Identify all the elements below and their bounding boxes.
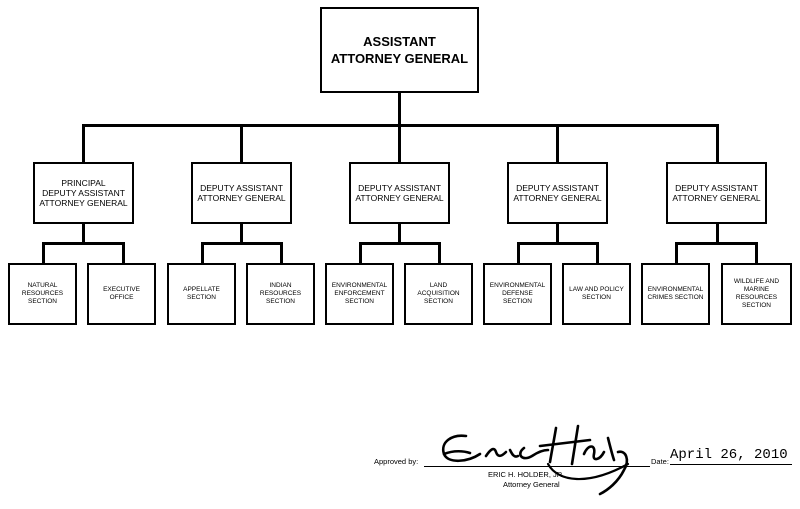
connector-group-1-trunk	[82, 224, 85, 244]
connector-group-5-trunk	[716, 224, 719, 244]
section-box-land-acquisition: LAND ACQUISITION SECTION	[404, 263, 473, 325]
signer-name: ERIC H. HOLDER, JR.	[488, 470, 565, 479]
connector-deputy-1	[82, 124, 85, 164]
connector-deputy-3	[398, 124, 401, 164]
signature-line	[424, 466, 650, 467]
deputy-box-3: DEPUTY ASSISTANT ATTORNEY GENERAL	[349, 162, 450, 224]
connector-group-2-trunk	[240, 224, 243, 244]
section-box-appellate: APPELLATE SECTION	[167, 263, 236, 325]
section-label: INDIAN RESOURCES SECTION	[259, 282, 302, 305]
signature-image	[441, 424, 630, 496]
connector-deputy-2	[240, 124, 243, 164]
deputy-label-4: DEPUTY ASSISTANT ATTORNEY GENERAL	[513, 183, 602, 203]
section-box-environmental-enforcement: ENVIRONMENTAL ENFORCEMENT SECTION	[325, 263, 394, 325]
deputy-label-1: PRINCIPAL DEPUTY ASSISTANT ATTORNEY GENE…	[39, 178, 128, 208]
connector-group-4-trunk	[556, 224, 559, 244]
section-label: ENVIRONMENTAL DEFENSE SECTION	[489, 282, 546, 305]
connector-group-3-left	[359, 242, 362, 265]
connector-group-1-left	[42, 242, 45, 265]
connector-group-2-right	[280, 242, 283, 265]
connector-group-2-bus	[201, 242, 283, 245]
connector-group-5-right	[755, 242, 758, 265]
connector-group-1-right	[122, 242, 125, 265]
section-label: APPELLATE SECTION	[183, 286, 220, 301]
section-label: LAW AND POLICY SECTION	[569, 286, 624, 301]
assistant-attorney-general-label: ASSISTANT ATTORNEY GENERAL	[330, 34, 469, 66]
connector-group-4-bus	[517, 242, 599, 245]
connector-top-trunk	[398, 93, 401, 126]
approved-by-label: Approved by:	[374, 457, 419, 466]
deputy-label-5: DEPUTY ASSISTANT ATTORNEY GENERAL	[672, 183, 761, 203]
section-label: NATURAL RESOURCES SECTION	[21, 282, 64, 305]
section-box-natural-resources: NATURAL RESOURCES SECTION	[8, 263, 77, 325]
deputy-box-5: DEPUTY ASSISTANT ATTORNEY GENERAL	[666, 162, 767, 224]
section-label: ENVIRONMENTAL ENFORCEMENT SECTION	[331, 282, 388, 305]
connector-group-4-right	[596, 242, 599, 265]
connector-group-3-right	[438, 242, 441, 265]
section-label: EXECUTIVE OFFICE	[103, 286, 140, 301]
deputy-box-4: DEPUTY ASSISTANT ATTORNEY GENERAL	[507, 162, 608, 224]
date-label: Date:	[651, 457, 669, 466]
connector-group-5-left	[675, 242, 678, 265]
connector-deputy-4	[556, 124, 559, 164]
connector-group-3-bus	[359, 242, 441, 245]
date-line	[670, 464, 792, 465]
section-label: LAND ACQUISITION SECTION	[417, 282, 460, 305]
section-box-environmental-crimes: ENVIRONMENTAL CRIMES SECTION	[641, 263, 710, 325]
connector-group-3-trunk	[398, 224, 401, 244]
connector-group-2-left	[201, 242, 204, 265]
connector-group-4-left	[517, 242, 520, 265]
signer-title: Attorney General	[503, 480, 560, 489]
connector-group-5-bus	[675, 242, 758, 245]
section-label: ENVIRONMENTAL CRIMES SECTION	[647, 286, 704, 301]
section-box-executive-office: EXECUTIVE OFFICE	[87, 263, 156, 325]
section-box-wildlife-marine-resources: WILDLIFE AND MARINE RESOURCES SECTION	[721, 263, 792, 325]
deputy-box-2: DEPUTY ASSISTANT ATTORNEY GENERAL	[191, 162, 292, 224]
section-box-indian-resources: INDIAN RESOURCES SECTION	[246, 263, 315, 325]
section-label: WILDLIFE AND MARINE RESOURCES SECTION	[733, 278, 780, 309]
section-box-law-and-policy: LAW AND POLICY SECTION	[562, 263, 631, 325]
deputy-box-1: PRINCIPAL DEPUTY ASSISTANT ATTORNEY GENE…	[33, 162, 134, 224]
deputy-label-2: DEPUTY ASSISTANT ATTORNEY GENERAL	[197, 183, 286, 203]
connector-deputy-5	[716, 124, 719, 164]
deputy-label-3: DEPUTY ASSISTANT ATTORNEY GENERAL	[355, 183, 444, 203]
connector-group-1-bus	[42, 242, 125, 245]
assistant-attorney-general-box: ASSISTANT ATTORNEY GENERAL	[320, 7, 479, 93]
date-value: April 26, 2010	[670, 447, 788, 463]
section-box-environmental-defense: ENVIRONMENTAL DEFENSE SECTION	[483, 263, 552, 325]
